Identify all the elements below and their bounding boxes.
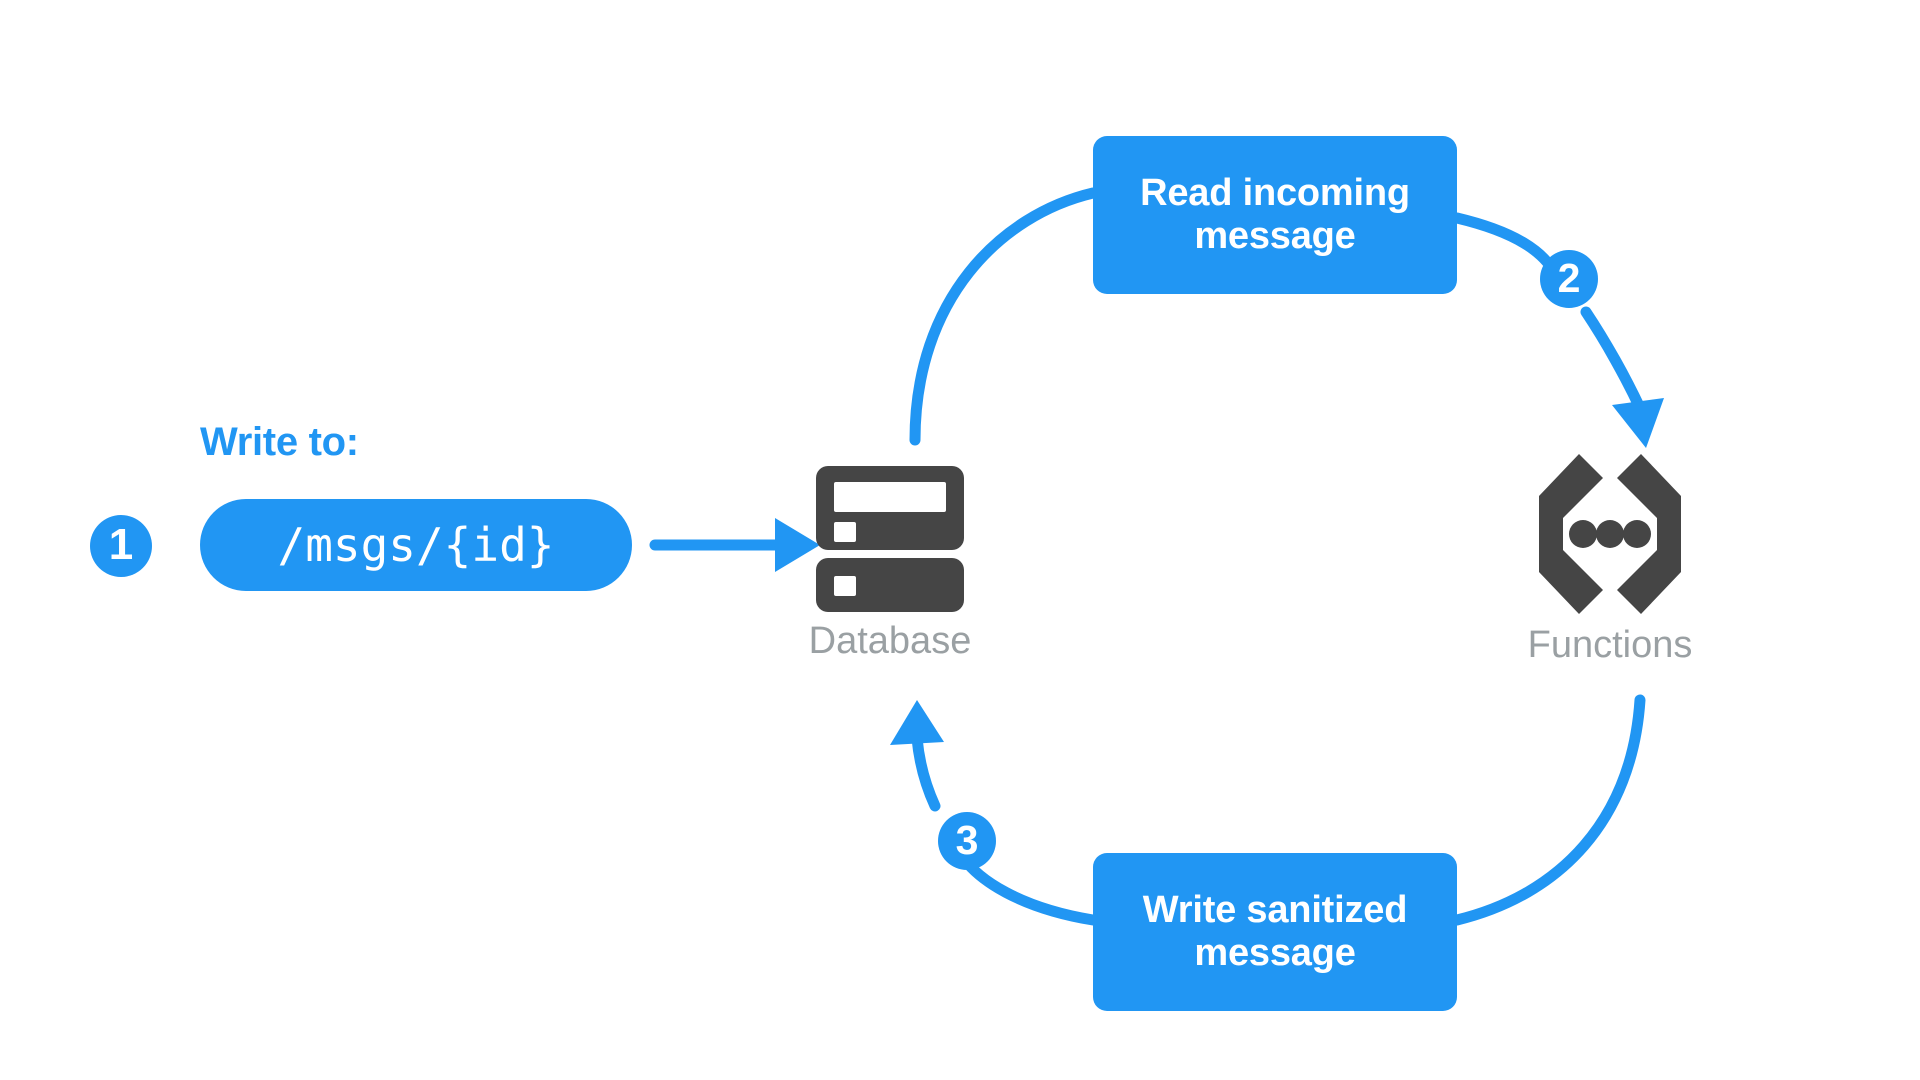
step-badge-2-number: 2 (1557, 254, 1581, 301)
step-badge-3: 3 (938, 812, 996, 870)
action-box-read-text: Read incoming message (1140, 172, 1410, 257)
step-badge-2: 2 (1540, 250, 1598, 308)
database-path-pill[interactable]: /msgs/{id} (200, 499, 632, 591)
action-box-write-line1: Write sanitized (1142, 889, 1408, 932)
step-badge-3-number: 3 (955, 816, 979, 863)
database-path-text: /msgs/{id} (277, 518, 555, 572)
database-label: Database (808, 620, 972, 662)
step-badge-1: 1 (90, 515, 152, 577)
database-icon (816, 466, 964, 612)
step-badge-1-number: 1 (108, 520, 134, 569)
functions-label: Functions (1527, 624, 1693, 666)
node-functions[interactable]: Functions (1480, 454, 1740, 667)
arc-write-box-to-database (890, 700, 1099, 926)
arc-database-to-read-box (909, 187, 1099, 446)
action-box-read-line1: Read incoming (1140, 172, 1410, 215)
arc-functions-to-write-box (1451, 694, 1646, 926)
node-database[interactable]: Database (780, 466, 1000, 663)
action-box-read-incoming-message[interactable]: Read incoming message (1093, 136, 1457, 294)
action-box-write-sanitized-message[interactable]: Write sanitized message (1093, 853, 1457, 1011)
write-to-label: Write to: (200, 420, 359, 464)
action-box-write-text: Write sanitized message (1142, 889, 1408, 974)
action-box-read-line2: message (1194, 215, 1356, 257)
functions-braces-icon (1539, 454, 1681, 614)
arrow-pill-to-database (649, 518, 820, 572)
action-box-write-line2: message (1194, 932, 1356, 974)
